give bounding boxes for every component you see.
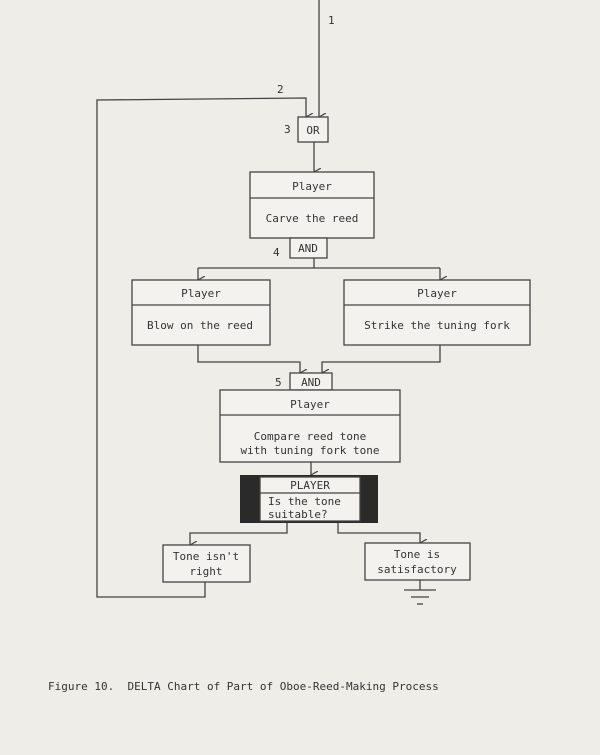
svg-text:Blow on the reed: Blow on the reed [147, 319, 253, 332]
and-gate-5: AND [289, 372, 333, 391]
svg-text:Compare reed tone: Compare reed tone [254, 430, 367, 443]
svg-text:Strike the tuning fork: Strike the tuning fork [364, 319, 510, 332]
svg-text:AND: AND [298, 242, 318, 255]
carve-box: Player Carve the reed [249, 171, 375, 239]
ground-icon [404, 589, 436, 605]
svg-text:Player: Player [292, 180, 332, 193]
strike-box: Player Strike the tuning fork [343, 279, 531, 346]
svg-text:Player: Player [181, 287, 221, 300]
svg-text:Carve the reed: Carve the reed [266, 212, 359, 225]
and-gate-4: AND [289, 237, 328, 259]
svg-text:Player: Player [417, 287, 457, 300]
svg-text:satisfactory: satisfactory [377, 563, 457, 576]
label-1: 1 [328, 14, 335, 27]
label-4: 4 [273, 246, 280, 259]
svg-text:with tuning fork tone: with tuning fork tone [240, 444, 379, 457]
connectors [96, 0, 440, 598]
svg-text:PLAYER: PLAYER [290, 479, 330, 492]
svg-text:Tone is: Tone is [394, 548, 440, 561]
svg-text:Tone isn't: Tone isn't [173, 550, 239, 563]
svg-text:Is the tone: Is the tone [268, 495, 341, 508]
label-2: 2 [277, 83, 284, 96]
label-5: 5 [275, 376, 282, 389]
tone-not-right-box: Tone isn't right [162, 544, 251, 583]
svg-text:OR: OR [306, 124, 320, 137]
decision-box: PLAYER Is the tone suitable? [240, 475, 378, 523]
svg-text:AND: AND [301, 376, 321, 389]
or-gate: OR [297, 116, 329, 143]
svg-text:right: right [189, 565, 222, 578]
blow-box: Player Blow on the reed [131, 279, 271, 346]
figure-caption: Figure 10. DELTA Chart of Part of Oboe-R… [48, 680, 439, 693]
svg-text:suitable?: suitable? [268, 508, 328, 521]
svg-text:Player: Player [290, 398, 330, 411]
label-3: 3 [284, 123, 291, 136]
compare-box: Player Compare reed tone with tuning for… [219, 389, 401, 463]
tone-satisfactory-box: Tone is satisfactory [364, 542, 471, 581]
